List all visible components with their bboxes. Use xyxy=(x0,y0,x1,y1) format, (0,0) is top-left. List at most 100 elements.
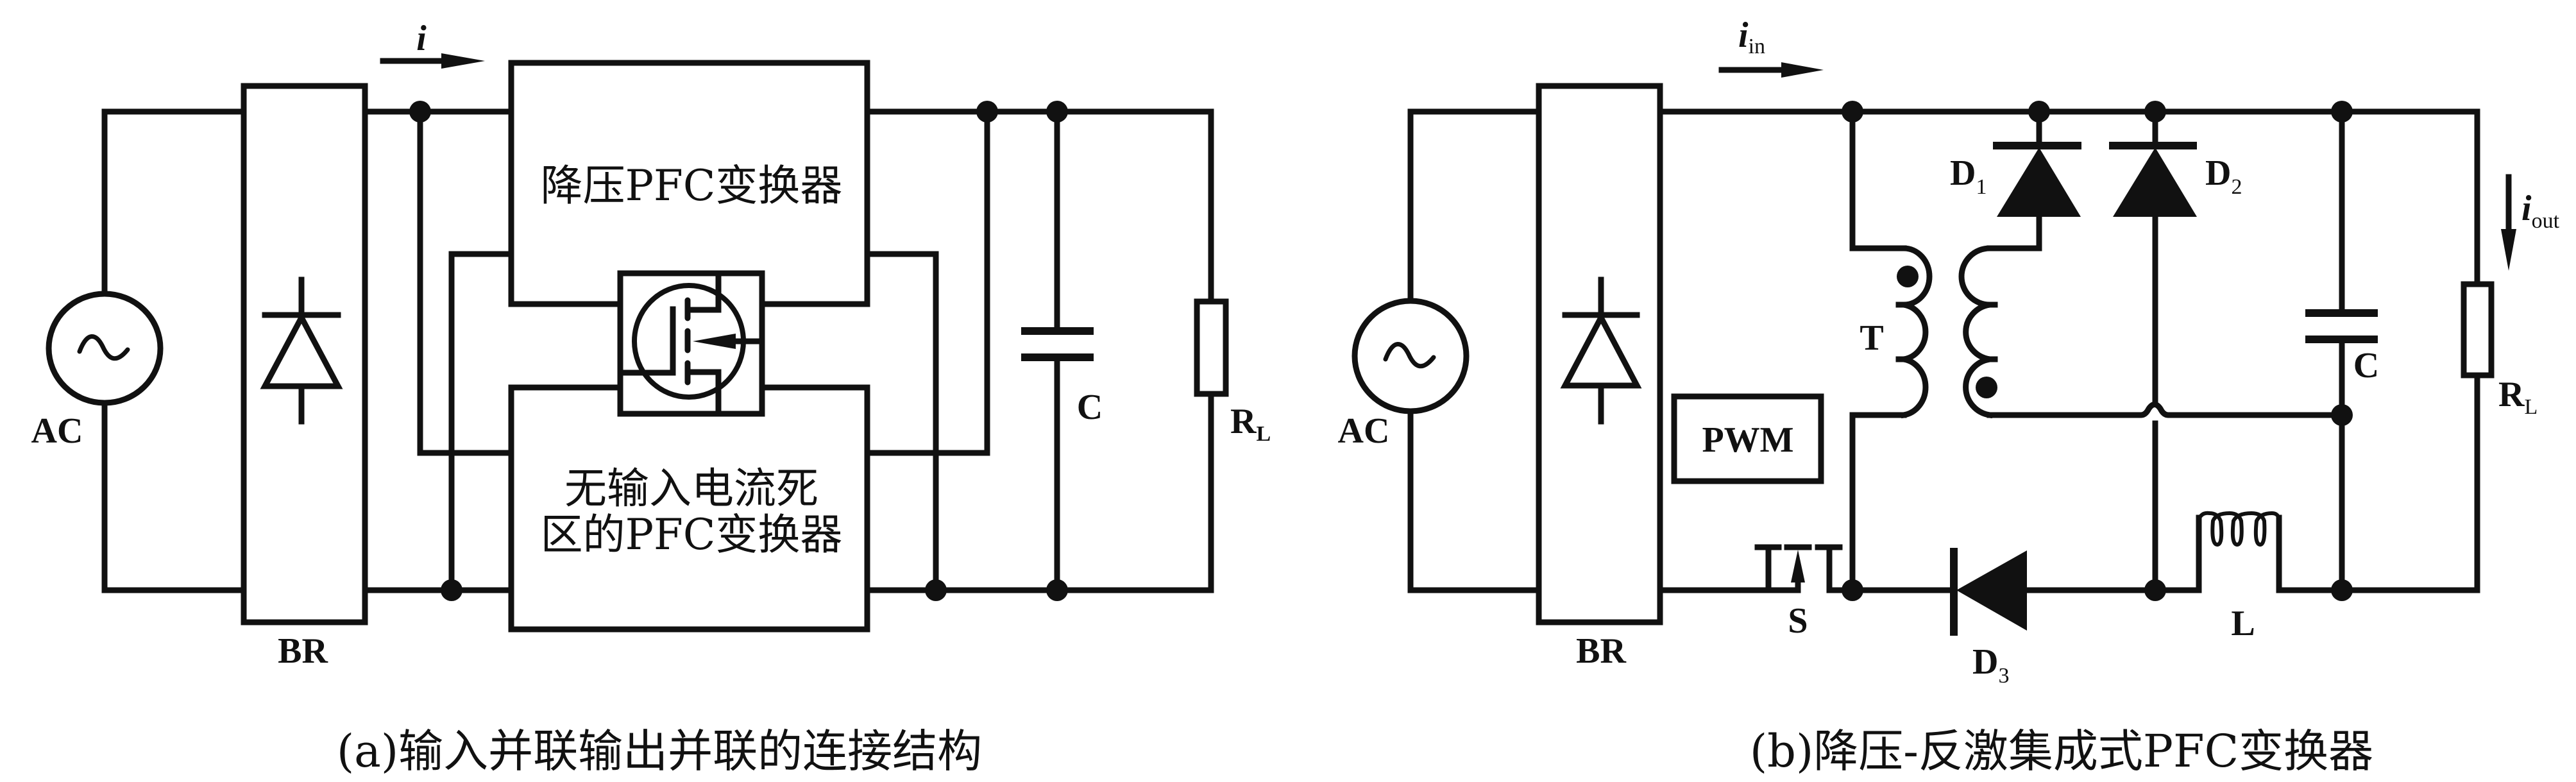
switch-label: S xyxy=(1788,601,1808,641)
d3-label-sub: 3 xyxy=(1998,664,2009,688)
polarity-dot xyxy=(1897,266,1919,287)
d3-label-main: D xyxy=(1972,642,1998,682)
mosfet-source xyxy=(685,369,722,417)
pwm-controller-box xyxy=(1671,393,1824,484)
arrow-down-icon xyxy=(2501,229,2516,271)
inductor-coil-icon xyxy=(2197,511,2281,547)
ac-to-br-wires-b xyxy=(1407,108,1542,593)
transformer-label: T xyxy=(1860,318,1883,358)
secondary-to-d1-wire xyxy=(1987,214,2042,251)
load-label-main: R xyxy=(1230,402,1257,441)
arrow-right-icon xyxy=(441,53,485,69)
capacitor-icon xyxy=(1021,327,1094,361)
d1-label-main: D xyxy=(1950,153,1976,193)
primary-coil-ticks xyxy=(1895,302,1908,362)
input-current-label-main: i xyxy=(1738,15,1749,55)
pwm-label: PWM xyxy=(1702,420,1793,460)
lower-block-to-output-top-wire xyxy=(864,108,990,456)
diode-icon xyxy=(2113,148,2197,217)
output-current-label-sub: out xyxy=(2532,209,2560,233)
switch-s xyxy=(1657,544,1856,593)
ac-source-circle-a xyxy=(46,291,164,406)
buck-pfc-block xyxy=(508,60,870,307)
junction-dot xyxy=(2331,404,2353,426)
junction-dot xyxy=(2331,579,2353,601)
diode-icon xyxy=(260,311,343,389)
bottom-bus-b xyxy=(1849,514,2480,593)
junction-dot xyxy=(2144,579,2166,601)
caption-a: (a)输入并联输出并联的连接结构 xyxy=(337,725,982,778)
output-current-label: iout xyxy=(2521,189,2560,233)
capacitor-label-a: C xyxy=(1077,387,1103,427)
br-diode-lines-b xyxy=(1562,276,1640,425)
load-label-sub: L xyxy=(1256,422,1271,446)
no-deadzone-block-label-line2: 区的PFC变换器 xyxy=(541,510,843,559)
ac-source-circle-b xyxy=(1352,298,1470,414)
d1-label-sub: 1 xyxy=(1976,175,1987,199)
inductor-coil-icon xyxy=(1958,245,1994,419)
mosfet-a xyxy=(617,270,765,417)
load-label-b: RL xyxy=(2498,375,2538,419)
br-box-a xyxy=(241,83,368,625)
top-bus-b xyxy=(1657,108,2480,593)
secondary-coil-ticks xyxy=(1985,302,1998,362)
ac-to-br-wires-a xyxy=(101,108,247,593)
diode-d1 xyxy=(1993,108,2081,217)
no-deadzone-block-label-line1: 无输入电流死 xyxy=(564,464,818,513)
switch-left-terminal xyxy=(1657,544,1782,593)
arrow-left-icon xyxy=(693,334,736,349)
input-current-label: iin xyxy=(1738,15,1765,58)
mosfet-gate xyxy=(617,306,676,376)
diode-icon xyxy=(1997,148,2081,217)
capacitor-label-b: C xyxy=(2353,346,2379,386)
no-deadzone-pfc-block xyxy=(508,384,870,633)
br-box-b xyxy=(1536,83,1663,625)
mosfet-drain xyxy=(685,270,722,313)
arrow-right-icon xyxy=(1781,62,1824,78)
br-label-b: BR xyxy=(1576,631,1626,671)
input-top-to-lower-block-wire xyxy=(417,108,514,456)
br-label-a: BR xyxy=(278,631,328,671)
ac-label-b: AC xyxy=(1338,411,1390,451)
caption-b: (b)降压-反激集成式PFC变换器 xyxy=(1750,725,2373,778)
inductor-label: L xyxy=(2231,604,2255,643)
upper-block-to-output-bottom-wire xyxy=(864,251,939,593)
br-diode-lines-a xyxy=(262,276,341,425)
diode-icon xyxy=(1956,550,2027,631)
ac-source-a xyxy=(46,108,247,593)
load-label-a: RL xyxy=(1230,402,1271,446)
ac-label-a: AC xyxy=(31,411,83,451)
resistor-icon xyxy=(2461,281,2495,378)
arrow-up-icon xyxy=(1791,550,1805,582)
buck-pfc-block-label: 降压PFC变换器 xyxy=(541,161,843,210)
junction-dot xyxy=(976,101,998,123)
diode-d2 xyxy=(2109,108,2197,593)
d2-label: D2 xyxy=(2205,153,2242,199)
capacitor-icon xyxy=(2305,309,2378,343)
current-arrow-a xyxy=(380,53,485,69)
switch-body-lead xyxy=(1765,577,1801,593)
bridge-rectifier-a xyxy=(241,83,368,625)
load-label-sub: L xyxy=(2524,395,2538,419)
d3-label: D3 xyxy=(1972,642,2009,688)
diode-icon xyxy=(1560,311,1642,389)
input-bottom-to-upper-block-wire xyxy=(448,251,514,593)
junction-dot xyxy=(409,101,431,123)
d1-label: D1 xyxy=(1950,153,1987,199)
secondary-return-wire xyxy=(1987,402,2345,418)
current-label-a: i xyxy=(416,19,427,58)
d2-label-sub: 2 xyxy=(2231,175,2242,199)
sine-wave-icon xyxy=(1383,342,1436,369)
d2-label-main: D xyxy=(2205,153,2231,193)
panel-a: AC BR i 降压PFC变换器 无输入电流死 区的PFC变换器 xyxy=(31,19,1271,778)
polarity-dot xyxy=(1976,377,1997,398)
transformer-primary xyxy=(1849,108,1933,593)
diode-d3 xyxy=(1950,548,2027,636)
sine-wave-icon xyxy=(77,334,130,361)
output-buses-a xyxy=(864,108,1214,593)
transformer-secondary xyxy=(1958,214,2345,419)
capacitor-a xyxy=(1021,108,1094,593)
load-label-main: R xyxy=(2498,375,2525,414)
output-current-label-main: i xyxy=(2521,189,2532,228)
